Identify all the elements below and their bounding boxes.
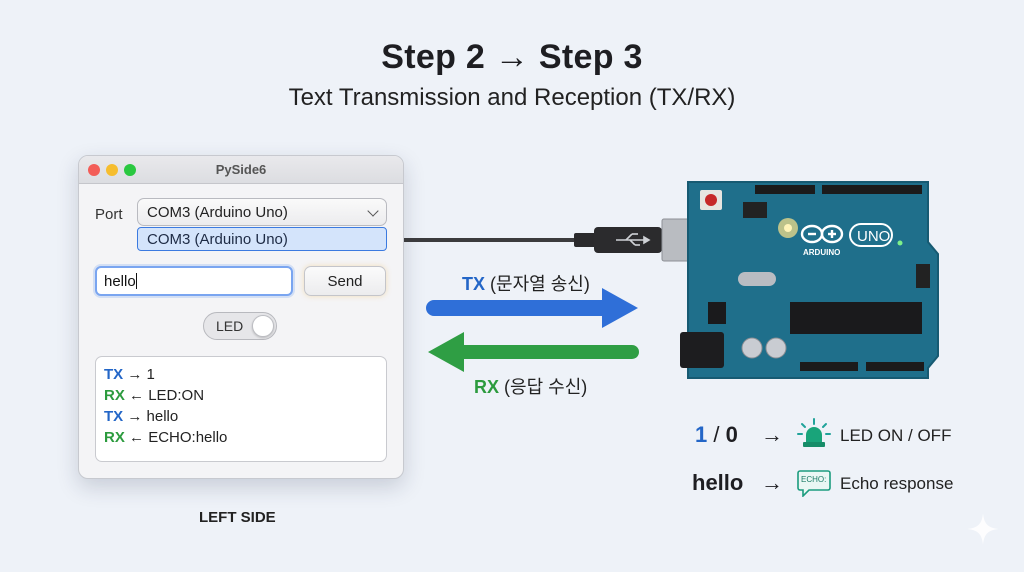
board-model: UNO (857, 228, 890, 245)
send-button[interactable]: Send (304, 266, 386, 296)
crystal (738, 272, 776, 286)
close-window-button[interactable] (88, 164, 100, 176)
log-text: ECHO:hello (148, 429, 228, 446)
log-arrow: → (127, 408, 143, 425)
log-text: hello (146, 408, 179, 425)
log-line: TX → hello (104, 406, 378, 427)
log-arrow: ← (129, 429, 145, 446)
led-toggle-label: LED (216, 318, 244, 334)
toggle-knob (252, 315, 274, 337)
port-option[interactable]: COM3 (Arduino Uno) (137, 227, 387, 251)
legend-value-off: 0 (725, 422, 738, 447)
log-direction: RX (104, 429, 125, 446)
port-select[interactable]: COM3 (Arduino Uno) (137, 198, 387, 226)
chevron-down-icon (367, 205, 379, 217)
legend-arrow: → (761, 422, 783, 447)
serial-log: TX → 1 RX ← LED:ON TX → hello RX ← ECHO:… (95, 356, 387, 462)
arduino-logo (800, 224, 844, 244)
message-input-value: hello (104, 273, 136, 290)
usb-strain-relief (574, 233, 596, 247)
page-subtitle: Text Transmission and Reception (TX/RX) (288, 84, 736, 111)
minimize-window-button[interactable] (106, 164, 118, 176)
usb-icon (616, 233, 651, 246)
rx-tag: RX (474, 377, 500, 397)
legend-arrow: → (761, 470, 783, 495)
usb-cable (404, 218, 704, 262)
board-brand: ARDUINO (803, 248, 840, 257)
legend-led-text: LED ON / OFF (840, 426, 952, 445)
port-select-value: COM3 (Arduino Uno) (147, 204, 288, 221)
pyside-window: PySide6 Port COM3 (Arduino Uno) COM3 (Ar… (78, 155, 404, 479)
log-line: TX → 1 (104, 364, 378, 385)
log-arrow: → (127, 366, 143, 383)
tx-label: TX (문자열 송신) (462, 270, 590, 296)
text-caret (135, 273, 137, 289)
window-title: PySide6 (215, 162, 267, 177)
log-line: RX ← LED:ON (104, 385, 378, 406)
rx-label: RX (응답 수신) (474, 373, 587, 399)
log-line: RX ← ECHO:hello (104, 427, 378, 448)
capacitor (765, 337, 787, 359)
message-input[interactable]: hello (95, 266, 293, 296)
uno-badge (849, 223, 893, 247)
log-text: 1 (146, 366, 155, 383)
legend-row-echo: hello (692, 470, 743, 496)
log-text: LED:ON (148, 387, 205, 404)
log-direction: TX (104, 366, 124, 383)
power-led (897, 240, 903, 246)
tx-tag: TX (462, 274, 486, 294)
window-titlebar: PySide6 (79, 156, 403, 184)
led-toggle[interactable]: LED (203, 312, 277, 340)
arduino-uno-board: ARDUINO UNO (680, 181, 939, 379)
digital-header (755, 185, 922, 194)
legend-separator: / (707, 422, 726, 447)
analog-header (800, 362, 924, 371)
port-label: Port (95, 206, 123, 223)
tx-description: (문자열 송신) (490, 274, 590, 294)
log-direction: TX (104, 408, 124, 425)
legend-echo-text: Echo response (840, 474, 954, 493)
icsp-header (743, 202, 767, 218)
legend-row-led: 1 / 0 (695, 422, 738, 448)
capacitor (741, 337, 763, 359)
rx-description: (응답 수신) (504, 377, 588, 397)
log-direction: RX (104, 387, 125, 404)
maximize-window-button[interactable] (124, 164, 136, 176)
legend-value-hello: hello (692, 470, 744, 495)
atmega-chip (790, 302, 922, 334)
left-side-label: LEFT SIDE (199, 509, 276, 526)
sparkle-icon (967, 513, 999, 545)
power-jack (680, 332, 724, 368)
rx-arrow-icon (428, 332, 639, 372)
side-header (916, 264, 930, 288)
tx-arrow-icon (426, 288, 638, 328)
legend-value-on: 1 (695, 422, 708, 447)
echo-icon-label: ECHO: (801, 475, 827, 484)
page-title: Step 2 → Step 3 (381, 38, 643, 76)
log-arrow: ← (129, 387, 145, 404)
led-siren-icon (797, 418, 831, 447)
echo-bubble-icon: ECHO: (797, 469, 831, 497)
